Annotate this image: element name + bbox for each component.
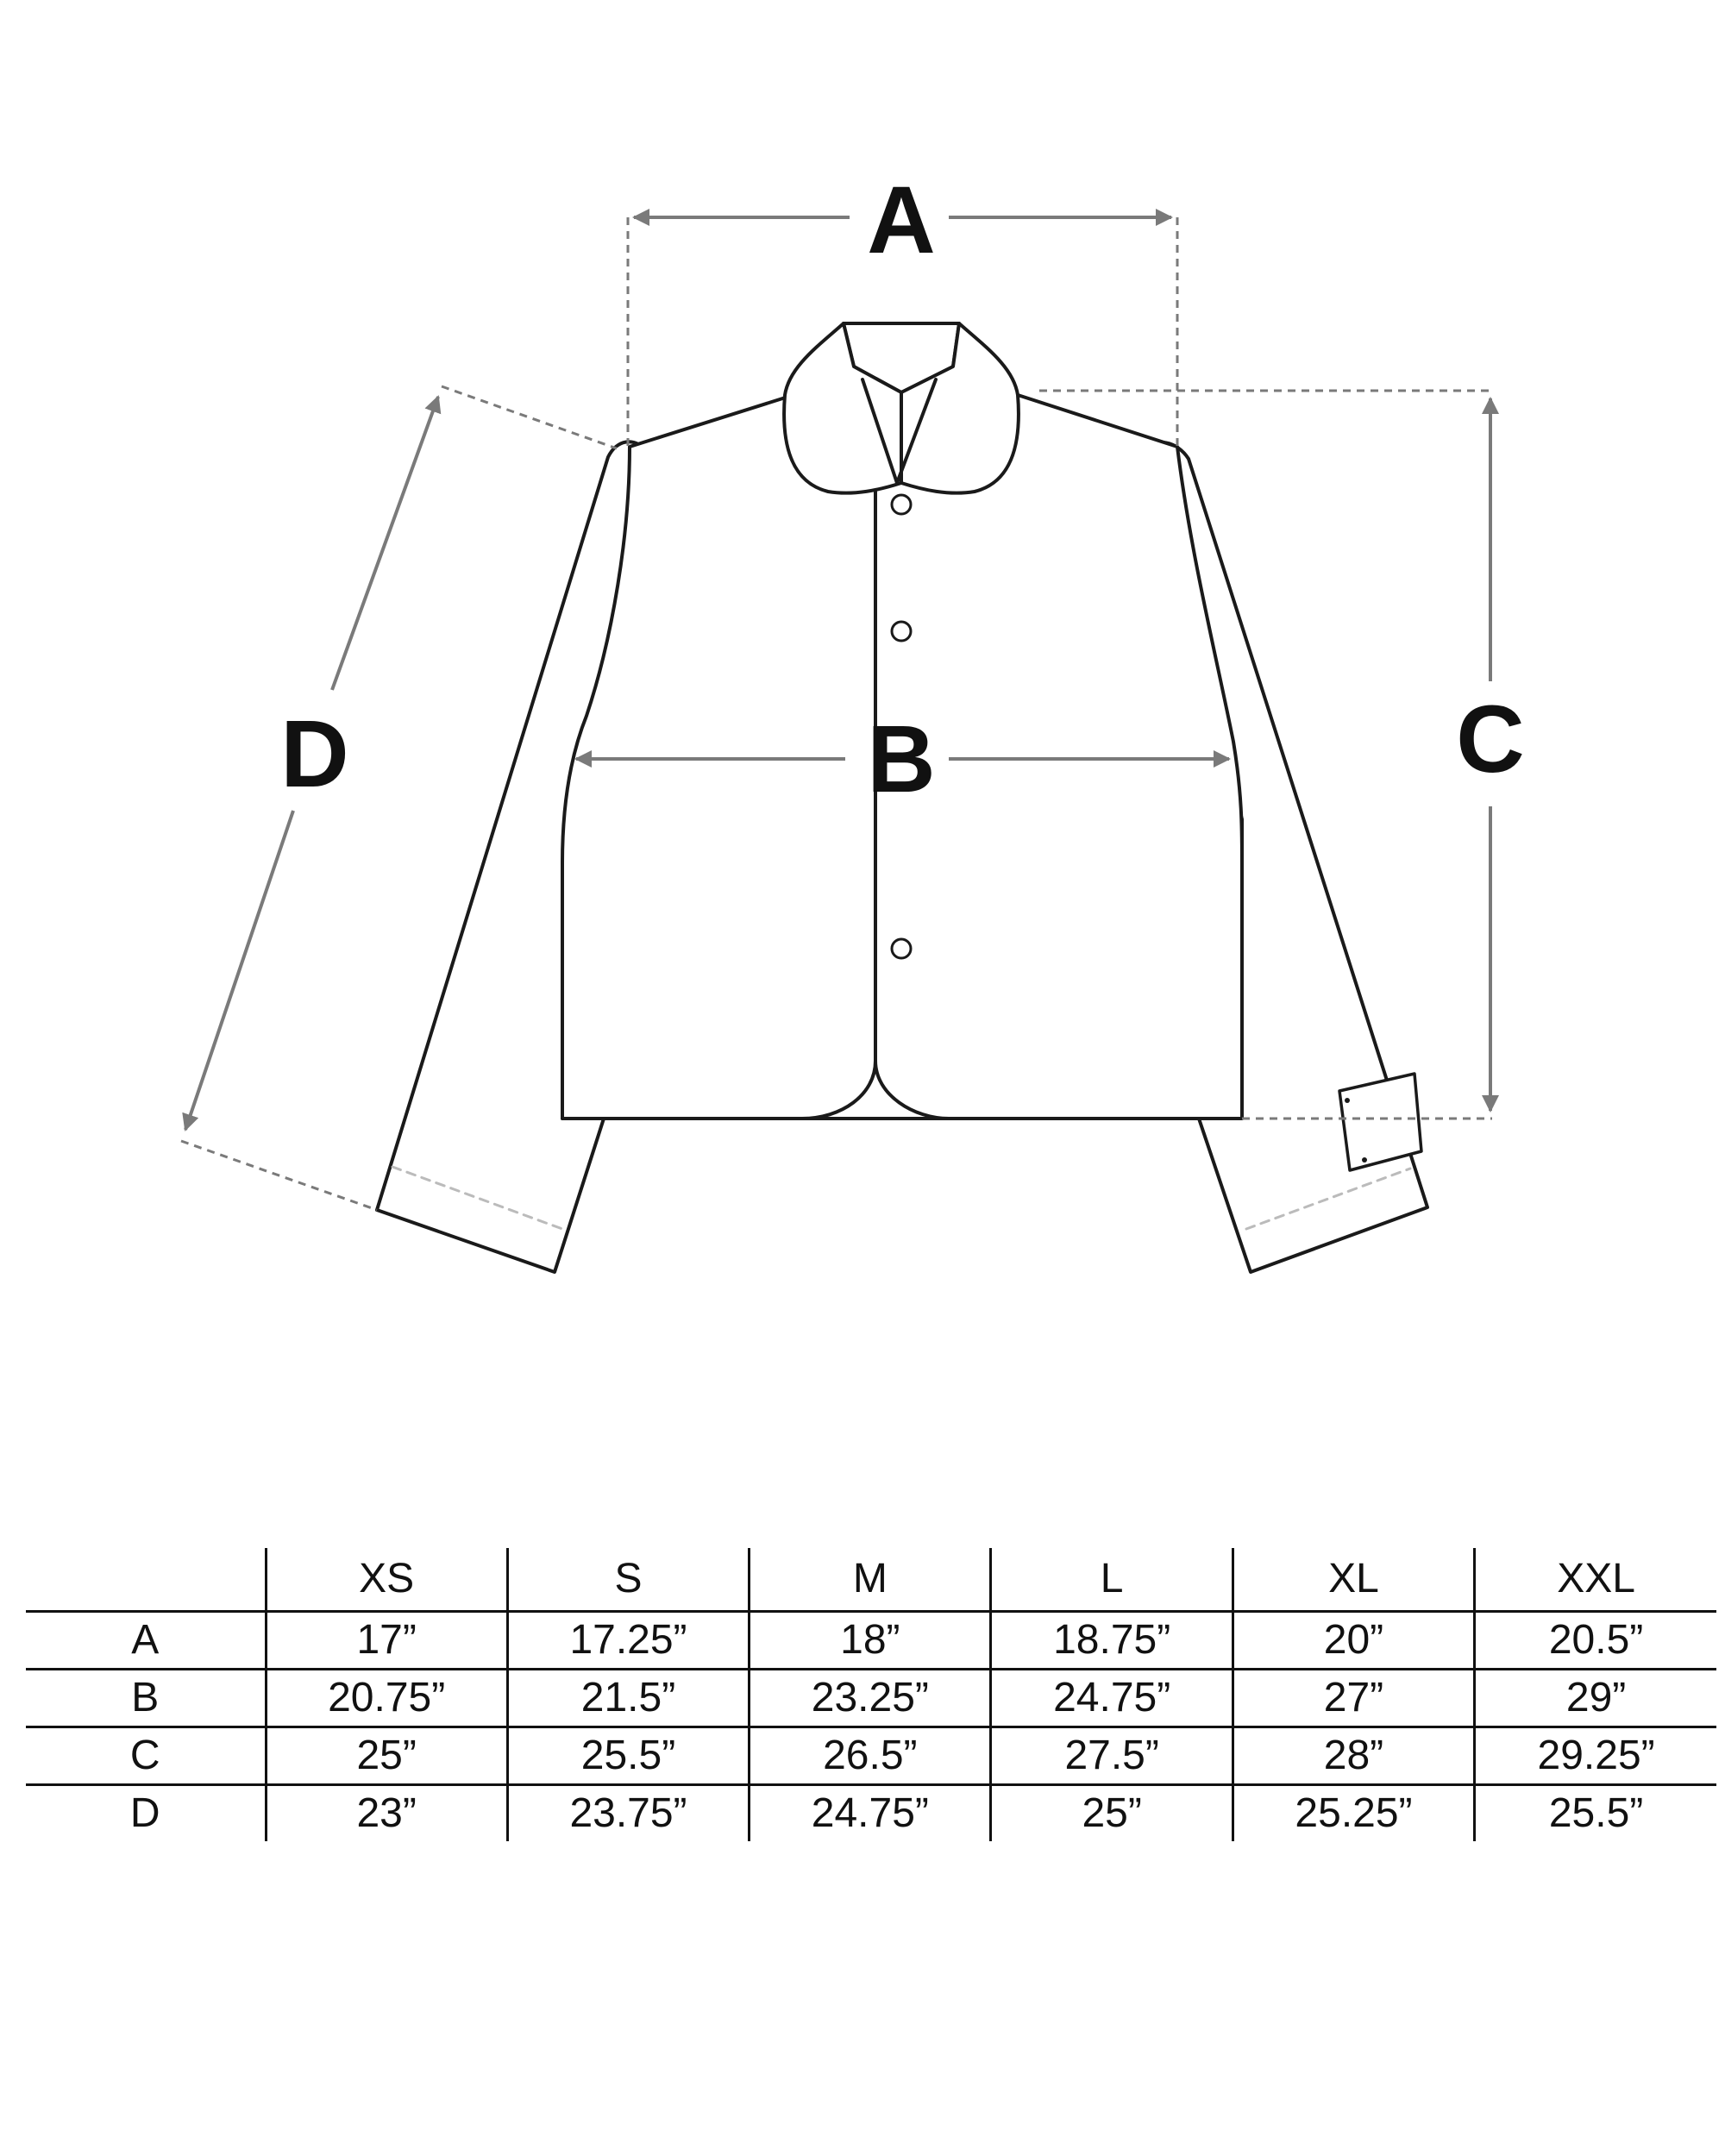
table-cell: 25.25” bbox=[1231, 1783, 1475, 1841]
size-header-m: M bbox=[748, 1548, 991, 1612]
size-header-xxl: XXL bbox=[1473, 1548, 1716, 1612]
jacket-outline bbox=[375, 322, 1429, 1274]
table-cell: 23.75” bbox=[505, 1783, 750, 1841]
table-cell: 29.25” bbox=[1473, 1726, 1716, 1785]
right-cuff-seam bbox=[1245, 1167, 1412, 1231]
table-row: B 20.75” 21.5” 23.25” 24.75” 27” 29” bbox=[26, 1668, 1716, 1727]
arrow-d-bottom bbox=[182, 810, 295, 1131]
header-corner bbox=[26, 1548, 266, 1612]
front-hem-curve bbox=[800, 1059, 877, 1120]
collar-left bbox=[782, 322, 903, 495]
table-cell: 24.75” bbox=[748, 1783, 991, 1841]
table-cell: 29” bbox=[1473, 1668, 1716, 1727]
size-chart-table: XS S M L XL XXL A 17” 17.25” 18” 18.75” … bbox=[26, 1548, 1716, 1841]
table-cell: 20.5” bbox=[1473, 1610, 1716, 1670]
tab-snaps bbox=[1345, 1098, 1367, 1163]
table-cell: 28” bbox=[1231, 1726, 1475, 1785]
table-cell: 21.5” bbox=[505, 1668, 750, 1727]
table-cell: 17” bbox=[264, 1610, 508, 1670]
jacket-buttons bbox=[890, 493, 913, 960]
size-header-xs: XS bbox=[264, 1548, 508, 1612]
table-cell: 18” bbox=[748, 1610, 991, 1670]
dimension-arrows bbox=[182, 209, 1499, 1131]
button-2 bbox=[890, 620, 913, 642]
row-label: B bbox=[26, 1668, 266, 1727]
table-cell: 20.75” bbox=[264, 1668, 508, 1727]
sleeve-tab bbox=[1338, 1072, 1423, 1172]
table-cell: 27” bbox=[1231, 1668, 1475, 1727]
collar-right bbox=[900, 322, 1020, 495]
guide-d-bottom bbox=[180, 1139, 378, 1212]
label-b: B bbox=[867, 706, 935, 812]
table-cell: 25” bbox=[264, 1726, 508, 1785]
size-header-xl: XL bbox=[1231, 1548, 1475, 1612]
jacket-body bbox=[561, 393, 1244, 1120]
arrow-d-top bbox=[330, 395, 442, 691]
table-row: D 23” 23.75” 24.75” 25” 25.25” 25.5” bbox=[26, 1783, 1716, 1841]
guide-d-top bbox=[441, 385, 618, 450]
table-row: C 25” 25.5” 26.5” 27.5” 28” 29.25” bbox=[26, 1726, 1716, 1785]
table-cell: 23.25” bbox=[748, 1668, 991, 1727]
table-cell: 27.5” bbox=[989, 1726, 1233, 1785]
button-1 bbox=[890, 493, 913, 516]
table-cell: 25.5” bbox=[505, 1726, 750, 1785]
size-header-s: S bbox=[505, 1548, 750, 1612]
row-label: C bbox=[26, 1726, 266, 1785]
table-cell: 25.5” bbox=[1473, 1783, 1716, 1841]
row-label: D bbox=[26, 1783, 266, 1841]
table-cell: 17.25” bbox=[505, 1610, 750, 1670]
table-cell: 20” bbox=[1231, 1610, 1475, 1670]
table-cell: 24.75” bbox=[989, 1668, 1233, 1727]
table-cell: 23” bbox=[264, 1783, 508, 1841]
table-cell: 18.75” bbox=[989, 1610, 1233, 1670]
size-header-row: XS S M L XL XXL bbox=[26, 1548, 1716, 1612]
label-d: D bbox=[280, 701, 348, 807]
jacket-measurement-diagram: A B C D bbox=[180, 167, 1525, 1274]
table-cell: 26.5” bbox=[748, 1726, 991, 1785]
table-cell: 25” bbox=[989, 1783, 1233, 1841]
dimension-guides bbox=[180, 217, 1492, 1212]
collar-opening bbox=[861, 378, 938, 485]
label-a: A bbox=[867, 167, 935, 273]
button-3 bbox=[890, 937, 913, 960]
table-row: A 17” 17.25” 18” 18.75” 20” 20.5” bbox=[26, 1610, 1716, 1670]
size-header-l: L bbox=[989, 1548, 1233, 1612]
row-label: A bbox=[26, 1610, 266, 1670]
left-cuff-seam bbox=[391, 1165, 564, 1231]
label-c: C bbox=[1456, 686, 1524, 793]
